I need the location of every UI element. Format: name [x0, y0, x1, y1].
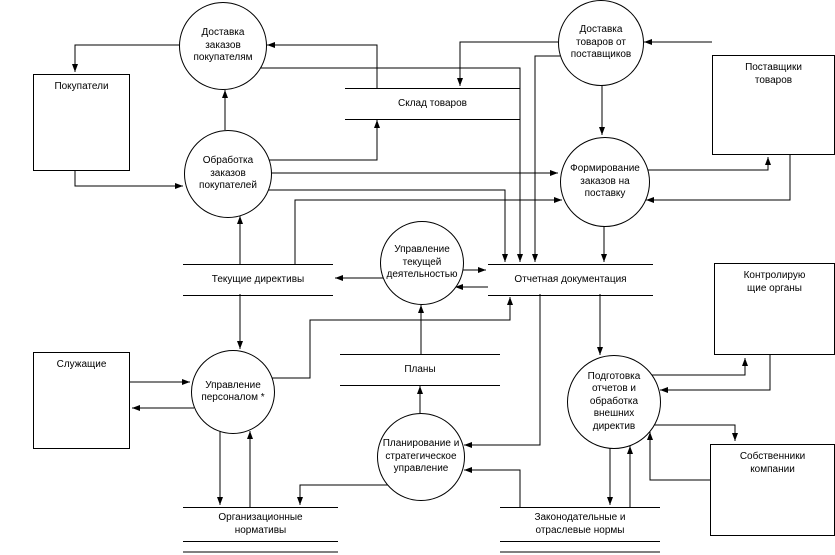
entity-owners: Собственники компании: [710, 444, 835, 536]
flow-suppliers--form-supply-orders: [646, 155, 791, 203]
entity-staff: Служащие: [33, 352, 130, 449]
flow-planning-strategic--org-standards: [297, 484, 388, 505]
process-form-supply-orders: Формирование заказов на поставку: [560, 137, 650, 227]
entity-suppliers: Поставщики товаров: [712, 55, 835, 155]
process-planning-strategic: Планирование и стратегическое управление: [377, 413, 465, 501]
process-label: Обработка заказов покупателей: [199, 155, 257, 192]
process-deliver-customer-orders: Доставка заказов покупателям: [179, 2, 267, 90]
process-label: Подготовка отчетов и обработка внешних д…: [587, 370, 641, 432]
flow-form-supply-orders--suppliers: [648, 157, 771, 171]
store-label: Организационные нормативы: [218, 512, 303, 536]
flow-buyers--process-customer-orders: [74, 171, 183, 189]
store-label: Склад товаров: [398, 97, 467, 109]
process-label: Доставка товаров от поставщиков: [570, 24, 632, 61]
entity-label: Служащие: [56, 359, 107, 370]
process-label: Планирование и стратегическое управление: [382, 438, 460, 475]
flow-regulators--prepare-reports: [660, 355, 771, 393]
flow-deliver-supplier-goods--goods-warehouse: [457, 41, 558, 86]
store-label: Отчетная документация: [514, 273, 627, 285]
entity-buyers: Покупатели: [33, 74, 130, 171]
entity-label: Поставщики товаров: [745, 62, 802, 86]
store-label: Планы: [404, 363, 436, 375]
store-goods-warehouse: Склад товаров: [345, 88, 520, 120]
flow-prepare-reports--owners: [652, 424, 738, 441]
process-manage-current-activity: Управление текущей деятельностью: [380, 221, 464, 305]
process-deliver-supplier-goods: Доставка товаров от поставщиков: [558, 0, 644, 86]
process-prepare-reports: Подготовка отчетов и обработка внешних д…: [567, 355, 661, 449]
flow-owners--prepare-reports: [647, 432, 710, 481]
store-reporting-docs: Отчетная документация: [488, 264, 653, 296]
flow-deliver-customer-orders--buyers: [72, 44, 179, 72]
flow-process-customer-orders--goods-warehouse: [267, 120, 380, 161]
process-label: Управление персоналом *: [201, 379, 265, 404]
flow-deliver-supplier-goods--reporting-docs: [532, 55, 560, 262]
store-label: Текущие директивы: [211, 273, 305, 285]
store-org-standards: Организационные нормативы: [183, 507, 338, 542]
entity-regulators: Контролирую щие органы: [714, 263, 835, 355]
process-label: Управление текущей деятельностью: [386, 244, 458, 281]
store-label: Законодательные и отраслевые нормы: [534, 512, 626, 536]
store-current-directives: Текущие директивы: [183, 264, 333, 296]
entity-label: Контролирую щие органы: [743, 270, 806, 294]
process-label: Доставка заказов покупателям: [193, 27, 253, 64]
flow-legal-norms--planning-strategic: [464, 467, 521, 507]
process-process-customer-orders: Обработка заказов покупателей: [184, 130, 272, 218]
flow-prepare-reports--regulators: [651, 358, 748, 376]
process-label: Формирование заказов на поставку: [570, 163, 640, 200]
entity-label: Собственники компании: [739, 451, 806, 475]
process-manage-personnel: Управление персоналом *: [191, 350, 275, 434]
entity-label: Покупатели: [54, 81, 109, 92]
store-plans: Планы: [340, 354, 500, 386]
store-legal-norms: Законодательные и отраслевые нормы: [500, 507, 660, 542]
flow-goods-warehouse--deliver-customer-orders: [267, 42, 378, 88]
